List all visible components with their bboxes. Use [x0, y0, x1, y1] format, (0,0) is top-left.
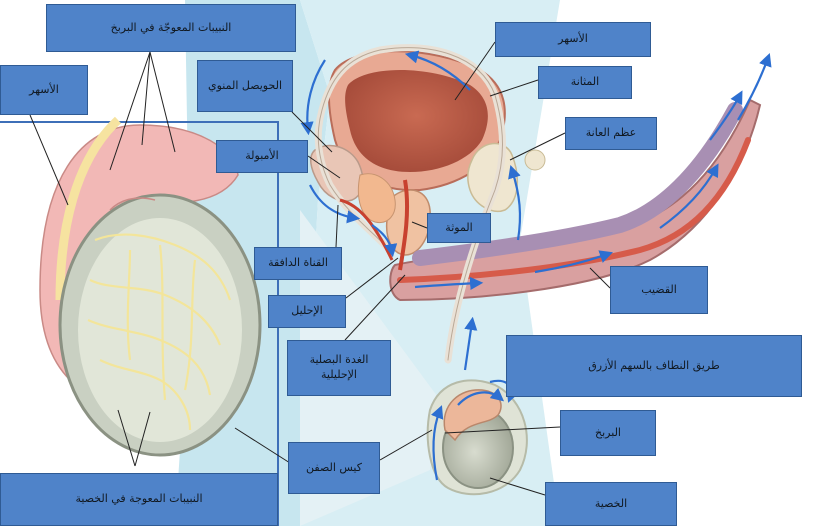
label-testis-tubules: النبيبات المعوجة في الخصية	[0, 473, 278, 526]
label-urethra: الإحليل	[268, 295, 346, 328]
leader-lines	[29, 41, 611, 496]
label-epididymis-tubules: النبيبات المعوجّة في البربخ	[46, 4, 296, 52]
bladder-inner	[345, 70, 488, 172]
testis-inset	[0, 116, 279, 526]
rectum	[357, 173, 396, 224]
label-sperm-path: طريق النطاف بالسهم الأزرق	[506, 335, 802, 397]
seminiferous-tubules	[87, 233, 232, 431]
vas-deferens-inset	[55, 116, 122, 301]
label-testis: الخصية	[545, 482, 677, 526]
label-pubic-bone: عظم العانة	[565, 117, 657, 150]
urethra-prostatic	[398, 179, 410, 271]
label-scrotum: كيس الصفن	[288, 442, 380, 494]
label-penis: القضيب	[610, 266, 708, 314]
anatomy-main	[310, 44, 762, 496]
urethra-penile	[397, 137, 751, 283]
label-bulbourethral-gland: الغدة البصلية الإحليلية	[287, 340, 391, 396]
inset-tubule-lines	[109, 197, 156, 211]
sperm-path-arrows	[300, 50, 772, 481]
label-vas-deferens-top: الأسهر	[495, 22, 651, 57]
label-ampulla: الأمبولة	[216, 140, 308, 173]
testis-core-inset	[78, 218, 242, 442]
label-seminal-vesicle: الحويصل المنوي	[197, 60, 293, 112]
inset-frame	[0, 121, 279, 526]
label-bladder: المثانة	[538, 66, 632, 99]
label-epididymis: البربخ	[560, 410, 656, 456]
label-prostate: الموثة	[427, 213, 491, 243]
label-vas-deferens-left: الأسهر	[0, 65, 88, 115]
label-ejaculatory-duct: القناة الدافقة	[254, 247, 342, 280]
